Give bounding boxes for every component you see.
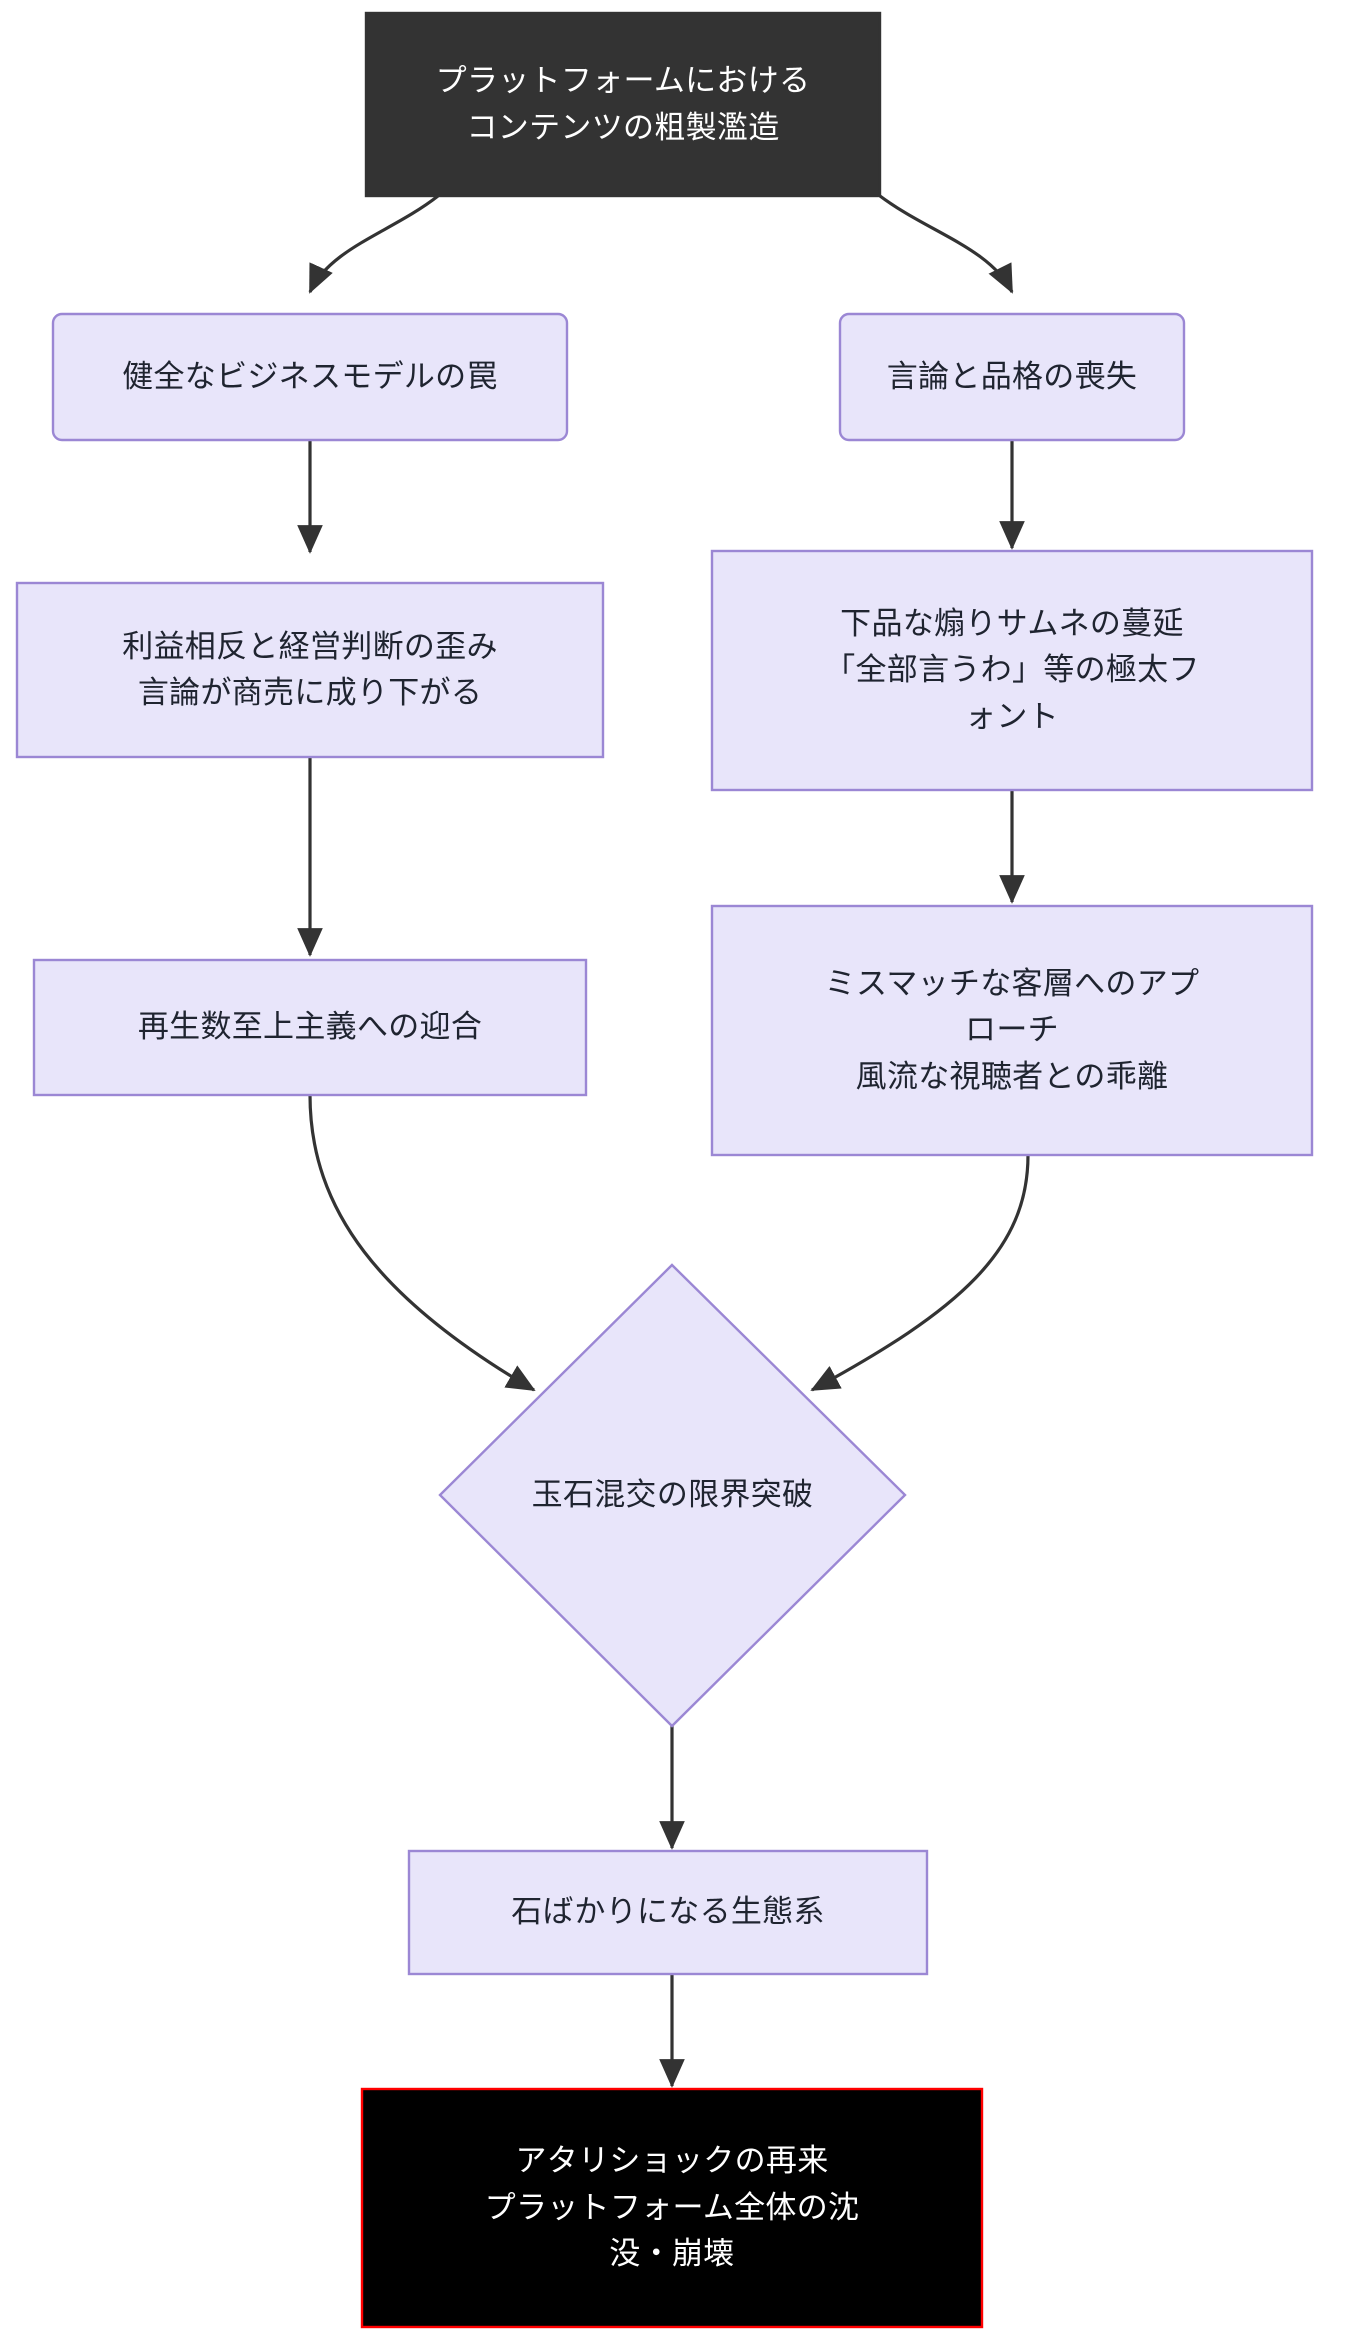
node-shape-stones-only-ecosystem[interactable] xyxy=(407,1849,929,1976)
edge-view-count-pandering-to-quality-breakdown xyxy=(308,1094,536,1392)
edge-root-to-biz-model-trap xyxy=(308,194,439,294)
node-shape-conflict-of-interest[interactable] xyxy=(15,581,605,759)
node-shape-quality-breakdown[interactable] xyxy=(438,1263,907,1728)
node-shape-loss-of-dignity[interactable] xyxy=(838,312,1186,442)
edge-group xyxy=(297,194,1030,2088)
node-shape-audience-mismatch[interactable] xyxy=(710,904,1314,1157)
edge-root-to-loss-of-dignity xyxy=(879,194,1014,294)
node-shape-group xyxy=(15,11,1314,2329)
node-shape-atari-shock[interactable] xyxy=(360,2087,984,2329)
edge-audience-mismatch-to-quality-breakdown xyxy=(810,1154,1030,1392)
node-shape-root[interactable] xyxy=(364,11,882,198)
node-shape-biz-model-trap[interactable] xyxy=(51,312,569,442)
node-shape-view-count-pandering[interactable] xyxy=(32,958,588,1097)
node-shape-vulgar-thumbnails[interactable] xyxy=(710,549,1314,792)
